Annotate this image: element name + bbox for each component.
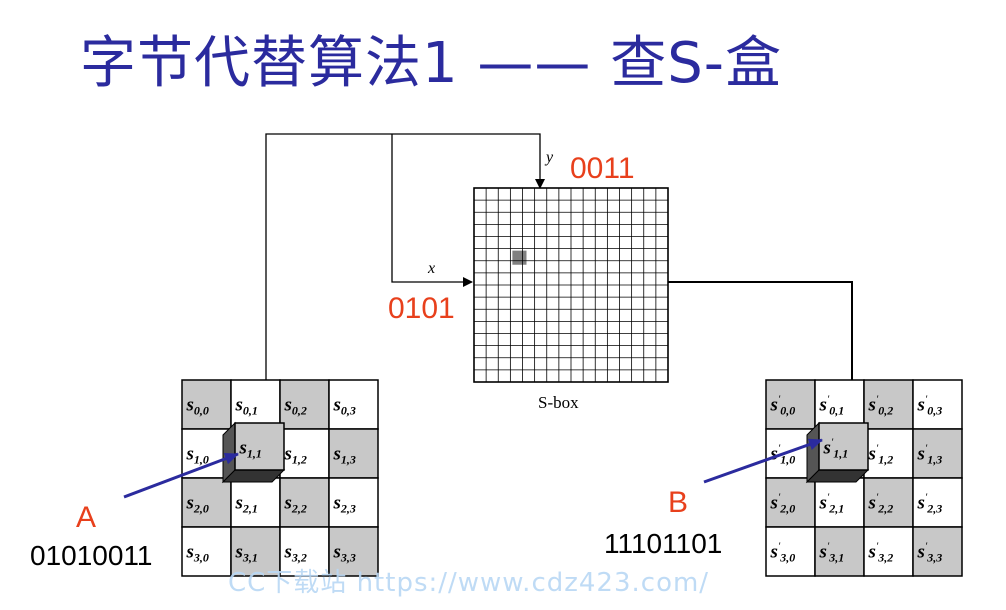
y-label: y [544,149,554,166]
cell-label: s3,1 [235,542,258,565]
x-label: x [427,260,435,277]
cell-label: s1,2 [284,444,307,467]
state-cell [814,477,865,528]
sbox-caption: S-box [538,393,579,412]
cell-label: s'2,0 [770,492,796,516]
cell-label: s3,0 [186,542,209,565]
cell-label: s'1,1 [823,437,849,461]
label-b: B [668,486,688,519]
state-cell [230,379,281,430]
state-cell [912,477,963,528]
col-bits: 0011 [570,152,635,185]
cell-label: s'1,0 [770,443,796,467]
cell-label: s1,0 [186,444,209,467]
state-cell [765,379,816,430]
state-cell [863,477,914,528]
state-matrix-input: s0,0 s0,1 s0,2 s0,3 s1,0 s1,1 s1,2 s1,3 s2,0 s2,1… [181,379,379,577]
cell-label: s0,3 [333,395,356,418]
state-cell [279,379,330,430]
selected-cube-top [234,422,285,471]
connection-lines [265,133,857,430]
cell-label: s'0,3 [917,394,943,418]
cell-label: s'2,3 [917,492,943,516]
state-cell [912,526,963,577]
state-cell [181,526,232,577]
cell-label: s1,3 [333,444,356,467]
state-cell [328,526,379,577]
cell-label: s0,1 [235,395,258,418]
page-title: 字节代替算法1 —— 查S-盒 [80,31,782,96]
cell-label: s'3,3 [917,541,943,565]
cell-label: s'1,2 [868,443,894,467]
cell-label: s2,2 [284,493,307,516]
state-cell [328,428,379,479]
cell-label: s'3,0 [770,541,796,565]
row-bits: 0101 [388,292,455,325]
x-row-line [391,134,473,287]
cell-label: s'0,1 [819,394,845,418]
sbox-selected-cell [512,250,527,265]
state-cell [230,526,281,577]
state-cell [279,477,330,528]
output-line [668,281,857,415]
arrow-a [123,452,239,499]
sbox-grid [473,187,669,383]
arrow-b [703,438,823,484]
cell-label: s3,3 [333,542,356,565]
cell-label: s'0,2 [868,394,894,418]
label-a: A [76,501,96,534]
value-a: 01010011 [30,540,153,571]
cell-label: s1,1 [239,438,262,461]
cell-label: s'2,1 [819,492,845,516]
cell-label: s2,1 [235,493,258,516]
cell-label: s0,2 [284,395,307,418]
value-b: 11101101 [604,528,722,559]
state-matrix-output: s'0,0 s'0,1 s'0,2 s'0,3 s'1,0 s'1,1 s'1,2 s'1,3… [765,379,963,577]
cell-label: s2,0 [186,493,209,516]
state-cell [279,428,330,479]
cell-label: s'3,1 [819,541,845,565]
selected-cube-top [818,422,869,471]
state-cell [814,526,865,577]
cell-label: s'1,3 [917,443,943,467]
state-cell [765,526,816,577]
cell-label: s3,2 [284,542,307,565]
cell-label: s'0,0 [770,394,796,418]
cell-label: s'3,2 [868,541,894,565]
cell-label: s2,3 [333,493,356,516]
y-column-line [265,133,545,430]
watermark: CC下载站 https://www.cdz423.com/ [228,568,710,598]
state-cell [863,428,914,479]
cell-label: s0,0 [186,395,209,418]
cell-label: s'2,2 [868,492,894,516]
state-cell [863,379,914,430]
